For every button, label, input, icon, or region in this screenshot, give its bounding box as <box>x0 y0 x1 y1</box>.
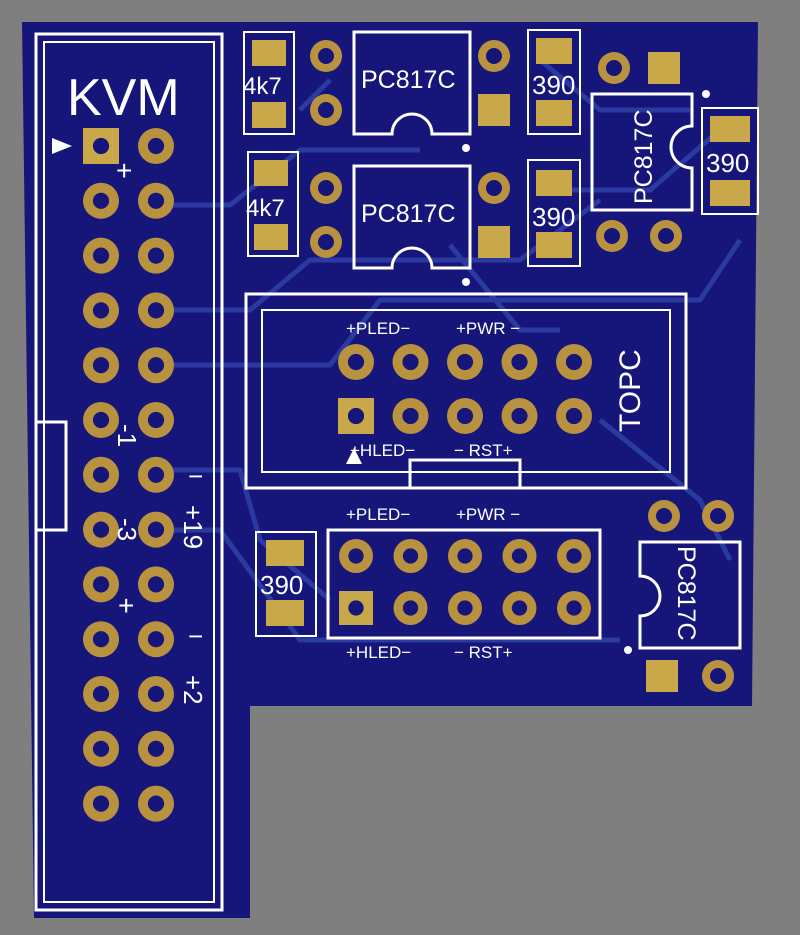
pin-hole <box>147 631 165 648</box>
pin-hole <box>511 600 528 616</box>
header2-bottom-right-label: − RST+ <box>454 643 513 662</box>
kvm-minus1: -1 <box>112 424 142 447</box>
resistor-r2-label: 4k7 <box>246 195 285 222</box>
pin-hole <box>92 247 110 264</box>
pin-hole <box>147 302 165 319</box>
resistor-r2 <box>247 151 299 257</box>
pin-hole <box>147 192 165 209</box>
pin-hole <box>348 548 364 564</box>
pin-hole <box>456 353 474 371</box>
header-topc-pins <box>338 344 592 434</box>
pin-hole <box>402 353 419 371</box>
pin-hole <box>402 548 419 564</box>
kvm-title: KVM <box>67 69 180 127</box>
resistor-r1 <box>243 31 295 135</box>
pin-hole <box>566 548 582 564</box>
optocoupler-u4-label: PC817C <box>672 546 700 641</box>
pin-hole <box>457 548 473 564</box>
kvm-minus-b: − <box>188 621 203 651</box>
pin-hole <box>457 600 473 616</box>
kvm-plus-top: + <box>116 155 132 186</box>
pin-hole <box>147 795 165 812</box>
pin-hole <box>511 548 528 564</box>
header-2 <box>326 528 602 640</box>
resistor-r1-label: 4k7 <box>243 73 282 100</box>
pin-hole <box>511 407 528 425</box>
header2-top-right-label: +PWR − <box>456 505 520 524</box>
pin-hole <box>348 600 364 616</box>
pin-hole <box>92 685 110 703</box>
resistor-r3-label: 390 <box>532 70 575 100</box>
kvm-plus19: +19 <box>178 505 208 549</box>
pin-hole <box>147 466 165 483</box>
resistor-r4 <box>527 159 581 267</box>
kvm-plus2: +2 <box>178 675 208 705</box>
resistor-r6 <box>255 531 317 637</box>
pin-hole <box>92 521 110 538</box>
pin-hole <box>147 137 165 155</box>
header1-top-right-label: +PWR − <box>456 319 520 338</box>
resistor-r4-label: 390 <box>532 202 575 232</box>
pcb-board <box>22 22 758 918</box>
optocoupler-u3-label: PC817C <box>630 110 658 205</box>
pin-hole <box>147 740 165 757</box>
resistor-r5-label: 390 <box>706 148 749 178</box>
optocoupler-u1-label: PC817C <box>361 66 456 94</box>
pin-hole <box>147 357 165 374</box>
pin-hole <box>147 521 165 538</box>
pin1-marker-icon <box>52 138 72 154</box>
pin-hole <box>565 407 583 425</box>
pin1-marker-icon <box>346 448 362 464</box>
pin-hole <box>566 600 582 616</box>
pin-hole <box>402 600 419 616</box>
header-topc <box>244 292 688 490</box>
optocoupler-u3 <box>590 52 710 252</box>
pin-hole <box>92 795 110 812</box>
optocoupler-u4 <box>624 500 742 692</box>
optocoupler-u2 <box>310 164 510 286</box>
pin-hole <box>147 685 165 703</box>
kvm-connector <box>34 32 224 912</box>
header1-bottom-left-label: +HLED− <box>350 441 415 460</box>
pin-hole <box>92 411 110 429</box>
kvm-minus3: -3 <box>112 518 142 541</box>
header1-top-left-label: +PLED− <box>346 319 410 338</box>
kvm-plus-mid: + <box>118 590 134 621</box>
pin-hole <box>147 247 165 264</box>
pin-hole <box>347 407 365 425</box>
pin-hole <box>347 353 365 371</box>
resistor-r6-label: 390 <box>260 570 303 600</box>
resistor-r3 <box>527 29 581 135</box>
kvm-pins <box>83 128 174 822</box>
header-topc-label: TOPC <box>614 349 647 432</box>
pin-hole <box>92 302 110 319</box>
pin-hole <box>92 192 110 209</box>
pin-hole <box>456 407 474 425</box>
pin-hole <box>92 357 110 374</box>
pin-hole <box>147 411 165 429</box>
header2-top-left-label: +PLED− <box>346 505 410 524</box>
pin-hole <box>92 740 110 757</box>
header2-bottom-left-label: +HLED− <box>346 643 411 662</box>
optocoupler-u1 <box>310 30 510 152</box>
header-2-pins <box>339 539 591 625</box>
pin-hole <box>92 466 110 483</box>
pin-hole <box>92 576 110 593</box>
pin-hole <box>511 353 528 371</box>
pin-hole <box>565 353 583 371</box>
resistor-r5 <box>701 107 759 215</box>
pin-hole <box>402 407 419 425</box>
pin-hole <box>92 137 110 155</box>
header1-bottom-right-label: − RST+ <box>454 441 513 460</box>
optocoupler-u2-label: PC817C <box>361 200 456 228</box>
pin-hole <box>147 576 165 593</box>
kvm-minus-a: − <box>188 461 203 491</box>
pin-hole <box>92 631 110 648</box>
